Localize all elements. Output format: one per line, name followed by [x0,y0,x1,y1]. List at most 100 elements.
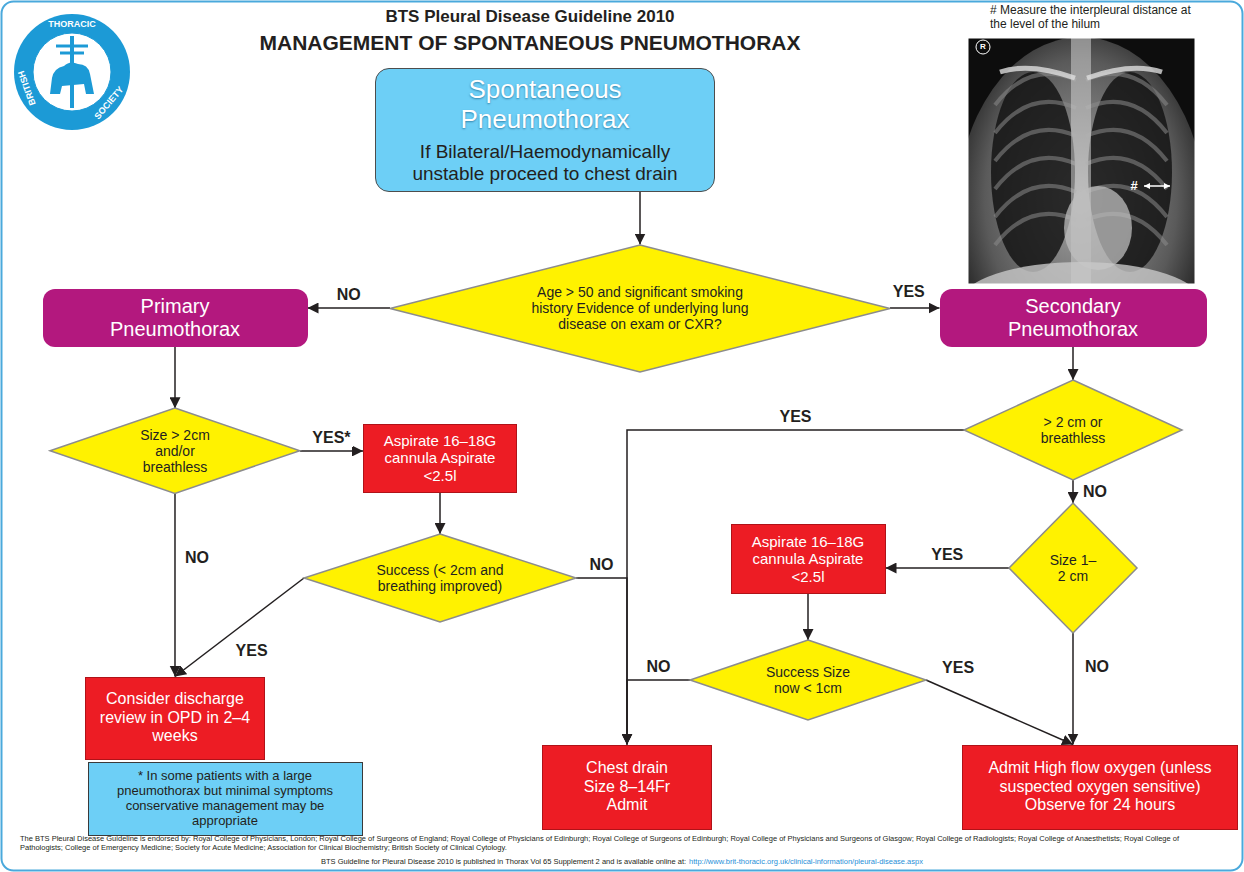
branch-label: YES [234,642,270,660]
branch-label: YES [891,283,927,301]
logo-text: BRITISH [16,70,38,107]
logo-text: THORACIC [48,19,96,29]
clavicle [1000,68,1075,78]
start-box: Spontaneous PneumothoraxIf Bilateral/Hae… [375,68,715,191]
diamond-shape [1009,503,1137,633]
decision-diamond: Size 1–2 cm [1009,503,1137,633]
action-text: Aspirate 16–18G cannula Aspirate <2.5l [740,533,877,585]
flow-arrow [886,567,1010,569]
flow-arrow [926,680,1073,745]
rib [1086,102,1167,133]
flow-arrow [174,347,176,408]
decision-text: Size > 2cm and/or breathless [127,427,223,475]
subtitle: BTS Pleural Disease Guideline 2010 [385,7,674,27]
rib [1086,130,1167,161]
logo-bar [60,52,84,55]
diaphragm [968,262,1195,284]
diamond-shape [690,640,926,720]
flow-arrow [1072,633,1074,745]
action-box: Aspirate 16–18G cannula Aspirate <2.5l [363,424,517,493]
decision-diamond: > 2 cm or breathless [964,380,1182,480]
branch-label: NO [645,658,673,676]
clavicle [1087,68,1162,78]
marker-letter: R [980,42,986,51]
title: MANAGEMENT OF SPONTANEOUS PNEUMOTHORAX [260,31,801,55]
flow-arrow [890,307,940,309]
rib [1086,74,1167,105]
note-text: * In some patients with a large pneumoth… [97,769,354,829]
action-text: Admit High flow oxygen (unless suspected… [975,759,1225,814]
decision-diamond: Size > 2cm and/or breathless [50,408,300,493]
logo-ring [14,14,130,130]
decision-text: > 2 cm or breathless [1027,414,1119,446]
footer-link: http://www.brit-thoracic.org.uk/clinical… [689,858,923,867]
category-box: Primary Pneumothorax [43,289,308,347]
category-text: Secondary Pneumothorax [998,295,1148,341]
action-text: Aspirate 16–18G cannula Aspirate <2.5l [372,432,508,484]
rib [1086,158,1167,189]
diamond-shape [50,408,300,493]
rib [995,130,1076,161]
note-box: * In some patients with a large pneumoth… [88,762,363,836]
decision-text: Age > 50 and significant smoking history… [520,284,760,332]
action-box: Aspirate 16–18G cannula Aspirate <2.5l [731,524,886,594]
decision-text: Size 1–2 cm [1047,552,1098,584]
measure-arrow [1144,185,1170,187]
branch-label: NO [335,286,363,304]
logo-bar [56,45,88,48]
flow-arrow [1072,347,1074,380]
action-box: Admit High flow oxygen (unless suspected… [962,745,1238,830]
decision-text: Success Size now < 1cm [761,664,855,696]
society-logo [14,14,130,130]
logo-lion [50,62,94,94]
category-text: Primary Pneumothorax [100,295,250,341]
footer-text: BTS Guideline for Pleural Disease 2010 i… [321,858,686,867]
torso [968,38,1195,284]
rib [995,102,1076,133]
flow-arrow [807,594,809,640]
hint-note: # Measure the interpleural distance at t… [990,4,1205,32]
flow-arrow [627,680,690,745]
measure-mark: # [1130,179,1137,194]
diamond-shape [304,534,576,622]
decision-diamond: Success (< 2cm and breathing improved) [304,534,576,622]
logo-text: SOCIETY [92,84,125,121]
flow-arrow [627,430,964,745]
branch-label: YES [940,659,976,677]
action-text: Consider discharge review in OPD in 2–4 … [95,690,255,745]
flow-arrow [1072,480,1074,503]
logo-centre [33,33,111,111]
action-text: Chest drain Size 8–14Fr Admit [572,759,682,814]
diamond-shape [964,380,1182,480]
diamond-shape [390,245,890,372]
branch-label: NO [1083,658,1111,676]
branch-label: NO [183,549,211,567]
decision-diamond: Age > 50 and significant smoking history… [390,245,890,372]
flow-arrow [175,578,304,677]
xray-frame [968,38,1195,284]
rib [995,214,1076,245]
branch-label: NO [1081,483,1109,501]
box-heading: Spontaneous Pneumothorax [384,75,706,135]
action-box: Chest drain Size 8–14Fr Admit [542,745,712,830]
marker-ring [976,40,990,54]
flow-arrow [308,307,391,309]
category-box: Secondary Pneumothorax [940,289,1207,347]
flow-arrow [576,578,627,745]
flow-arrow [639,192,641,245]
branch-label: YES [777,408,813,426]
rib [995,158,1076,189]
action-box: Consider discharge review in OPD in 2–4 … [85,677,265,760]
lung [991,72,1075,272]
decision-text: Success (< 2cm and breathing improved) [372,562,508,594]
xray-content [968,38,1195,284]
heart [1064,186,1132,270]
branch-label: YES* [310,429,352,447]
flow-arrow [439,493,441,535]
flow-arrow [174,494,176,677]
flow-arrow [300,450,363,452]
branch-label: NO [588,556,616,574]
rib [995,74,1076,105]
